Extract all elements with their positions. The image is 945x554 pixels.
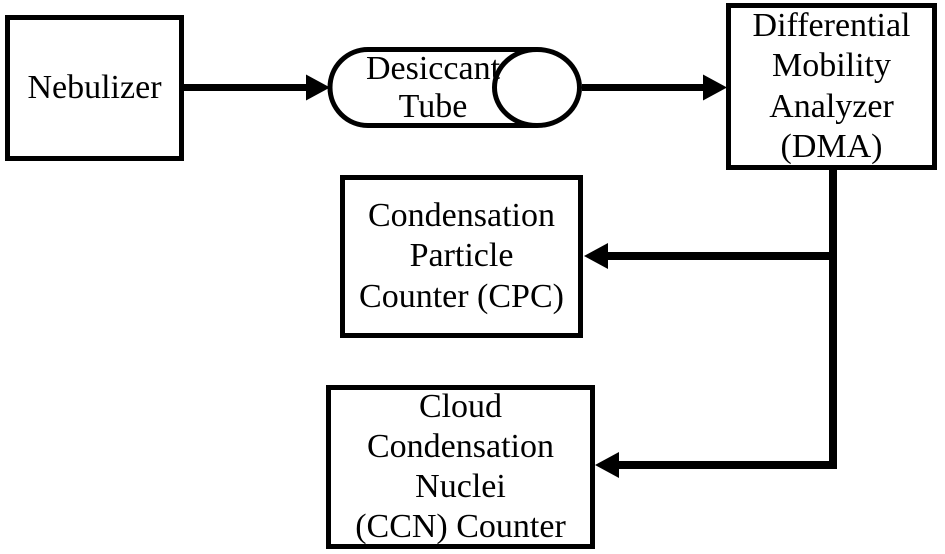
- label-line: Cloud: [418, 387, 503, 425]
- label-line: Particle: [409, 237, 514, 275]
- label-line: Condensation: [368, 197, 555, 235]
- label-line: Differential: [752, 7, 911, 45]
- label-line: Counter (CPC): [359, 277, 564, 315]
- arrow-dma-to-cpc: [584, 243, 833, 269]
- node-ccn: Cloud Condensation Nuclei (CCN) Counter: [326, 385, 595, 549]
- node-dma-label: Differential Mobility Analyzer (DMA): [753, 6, 911, 166]
- node-nebulizer: Nebulizer: [5, 15, 184, 161]
- label-line: (DMA): [780, 127, 883, 165]
- label-line: (CCN) Counter: [355, 508, 566, 546]
- node-dma: Differential Mobility Analyzer (DMA): [726, 3, 937, 170]
- arrow-dma-to-ccn: [595, 452, 619, 478]
- node-nebulizer-label: Nebulizer: [27, 68, 161, 108]
- label-line: Nebulizer: [27, 68, 162, 106]
- node-desiccant-tube-text: Desiccant Tube: [366, 50, 500, 126]
- label-line: Condensation: [367, 427, 554, 465]
- label-line: Nuclei: [415, 468, 506, 505]
- label-line: Analyzer: [769, 87, 894, 125]
- desiccant-tube-shape: [327, 47, 582, 128]
- node-cpc-label: Condensation Particle Counter (CPC): [359, 196, 564, 316]
- connector-dma-down: [617, 166, 837, 469]
- label-line: Mobility: [771, 47, 892, 85]
- arrow-nebulizer-to-desiccant-tube: [183, 74, 330, 101]
- label-line: Desiccant: [365, 49, 501, 87]
- node-ccn-label: Cloud Condensation Nuclei (CCN) Counter: [355, 387, 566, 547]
- node-desiccant-tube-label: Desiccant Tube: [330, 47, 536, 129]
- node-cpc: Condensation Particle Counter (CPC): [340, 175, 583, 338]
- label-line: Tube: [398, 88, 468, 125]
- arrow-desiccant-tube-to-dma: [582, 74, 727, 101]
